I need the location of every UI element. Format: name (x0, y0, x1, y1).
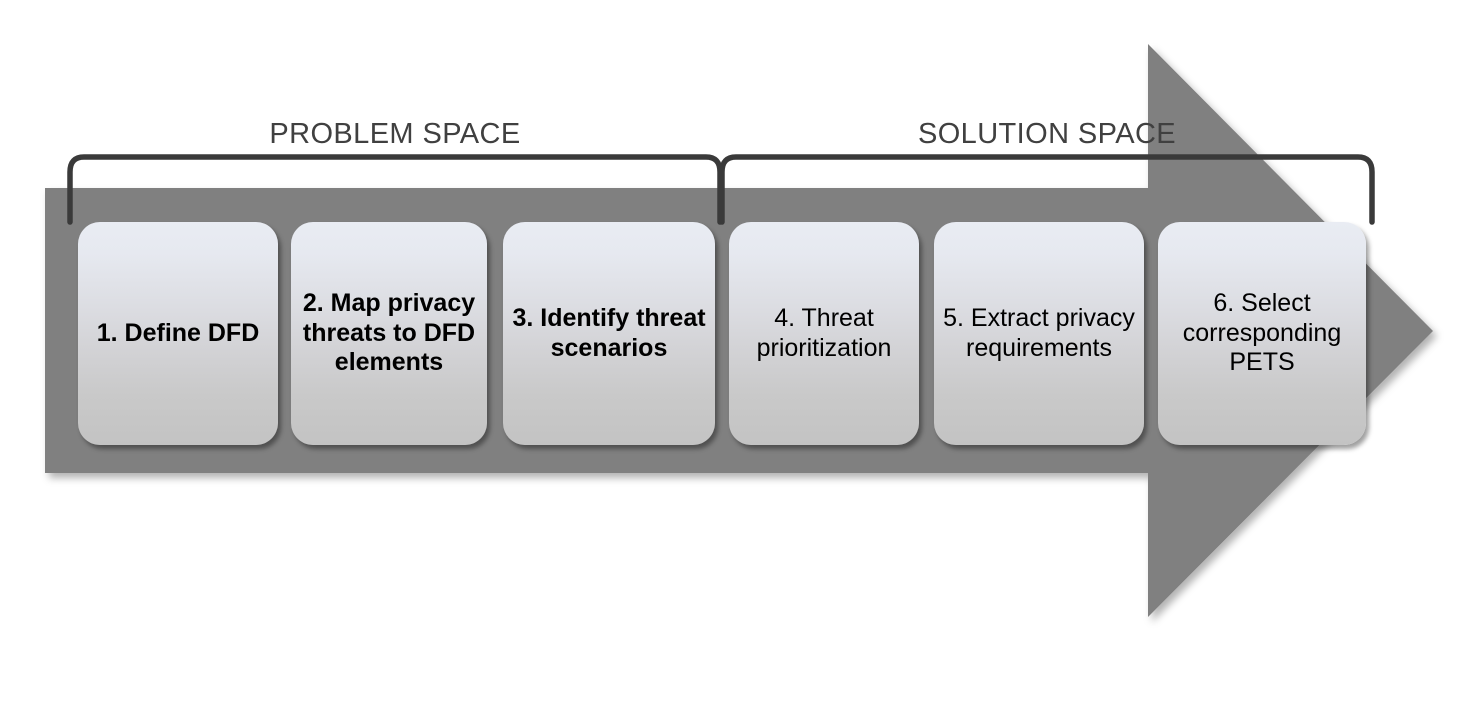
brace-solution-space (719, 154, 1375, 225)
step-box-3-label: 3. Identify threat scenarios (512, 304, 706, 362)
step-box-2-label: 2. Map privacy threats to DFD elements (302, 289, 476, 377)
step-box-4-label: 4. Threat prioritization (756, 304, 892, 362)
step-box-1[interactable]: 1. Define DFD (78, 222, 278, 445)
step-box-5[interactable]: 5. Extract privacy requirements (934, 222, 1144, 445)
step-box-5-label: 5. Extract privacy requirements (943, 304, 1135, 362)
phase-label-problem-space: PROBLEM SPACE (269, 118, 521, 150)
brace-problem-space (67, 154, 723, 225)
step-box-6[interactable]: 6. Select corresponding PETS (1158, 222, 1366, 445)
step-box-3[interactable]: 3. Identify threat scenarios (503, 222, 715, 445)
step-box-1-label: 1. Define DFD (96, 318, 260, 347)
phase-label-solution-space: SOLUTION SPACE (917, 118, 1177, 150)
step-box-2[interactable]: 2. Map privacy threats to DFD elements (291, 222, 487, 445)
step-box-4[interactable]: 4. Threat prioritization (729, 222, 919, 445)
step-box-6-label: 6. Select corresponding PETS (1182, 289, 1342, 377)
